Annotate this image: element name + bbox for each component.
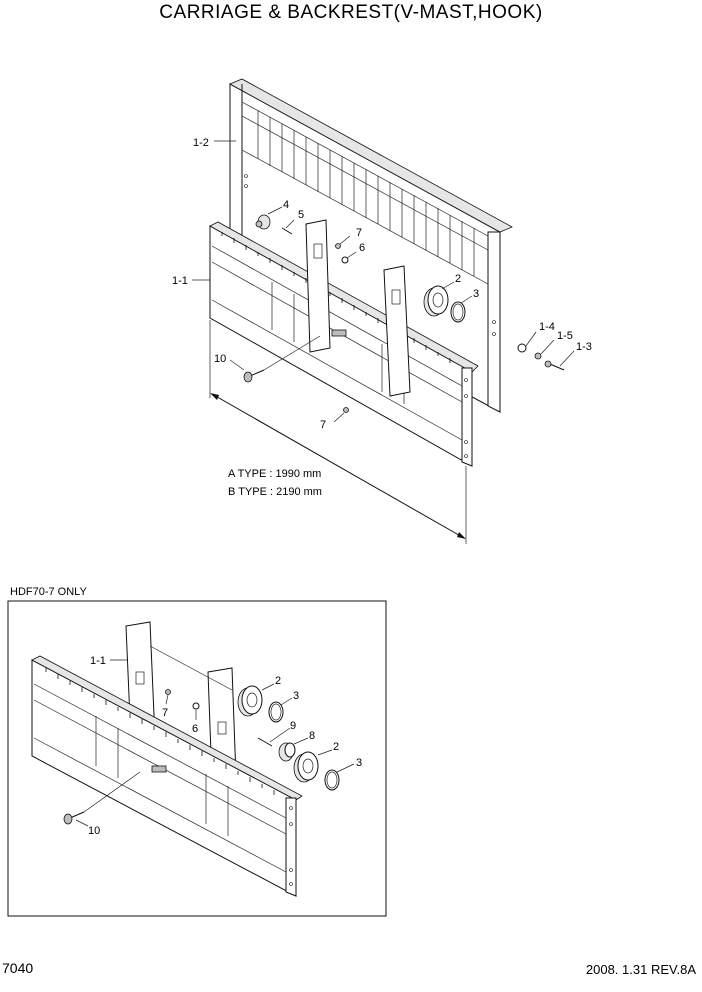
callout-7-bottom: 7 (320, 419, 326, 431)
page-number: 7040 (2, 960, 34, 976)
main-callout-labels: 1-2 1-1 4 5 7 6 2 3 1-4 1-5 1-3 10 7 (172, 137, 592, 431)
inset-callout-3-lower: 3 (356, 757, 362, 769)
callout-3: 3 (473, 288, 479, 300)
inset-leaders (75, 659, 355, 827)
inset-callout-2: 2 (275, 675, 281, 687)
inset-carriage (31, 621, 303, 897)
bolt-7-bottom (343, 407, 349, 413)
callout-6: 6 (359, 242, 365, 254)
callout-1-1: 1-1 (172, 275, 188, 287)
callout-1-3: 1-3 (576, 341, 592, 353)
inset-callout-8: 8 (309, 730, 315, 742)
callout-5: 5 (298, 209, 304, 221)
inset-snap-ring-3-lower (324, 769, 340, 791)
inset-roller-2-upper (237, 685, 263, 717)
dimension-a-type: A TYPE : 1990 mm (228, 468, 322, 480)
inset-bolt-7 (165, 689, 171, 695)
inset-callout-10: 10 (88, 825, 100, 837)
inset-roller-2-lower (293, 751, 319, 783)
inset-snap-ring-3-upper (268, 701, 284, 723)
inset-callout-3: 3 (293, 690, 299, 702)
page-title: CARRIAGE & BACKREST(V-MAST,HOOK) (159, 2, 543, 23)
inset-bolt-10 (63, 811, 85, 825)
snap-ring-3 (450, 301, 466, 323)
bolt-7 (335, 243, 341, 249)
inset-callout-2-lower: 2 (333, 741, 339, 753)
pin-5 (281, 227, 293, 235)
carriage (209, 219, 479, 467)
washer-6 (341, 256, 349, 264)
callout-7: 7 (356, 227, 362, 239)
bolt-10 (243, 369, 265, 383)
roller-2 (423, 285, 449, 317)
dimension-b-type: B TYPE : 2190 mm (228, 486, 322, 498)
inset-washer-6 (192, 702, 200, 710)
inset-callout-7: 7 (162, 707, 168, 719)
revision-date: 2008. 1.31 REV.8A (585, 962, 696, 977)
inset-frame (7, 600, 387, 917)
washer-1-5 (534, 352, 542, 360)
inset-label: HDF70-7 ONLY (10, 586, 87, 598)
callout-2: 2 (455, 273, 461, 285)
callout-1-4: 1-4 (539, 321, 555, 333)
bolt-1-3 (544, 360, 565, 371)
inset-callout-1-1: 1-1 (90, 655, 106, 667)
inset-callout-labels: 1-1 2 3 7 6 9 8 2 3 10 (88, 655, 362, 837)
pin-4 (255, 214, 271, 230)
callout-1-2: 1-2 (193, 137, 209, 149)
main-leaders (192, 140, 575, 423)
inset-spacer-8 (278, 742, 296, 762)
inset-callout-9: 9 (290, 720, 296, 732)
callout-4: 4 (283, 199, 289, 211)
callout-1-5: 1-5 (557, 330, 573, 342)
backrest (229, 78, 513, 413)
callout-10: 10 (214, 353, 226, 365)
washer-1-4 (517, 343, 527, 353)
backrest-slats (257, 110, 475, 276)
inset-notches (45, 668, 275, 795)
dimension-line (209, 320, 467, 544)
inset-callout-6: 6 (192, 723, 198, 735)
inset-pin-9 (257, 737, 273, 747)
